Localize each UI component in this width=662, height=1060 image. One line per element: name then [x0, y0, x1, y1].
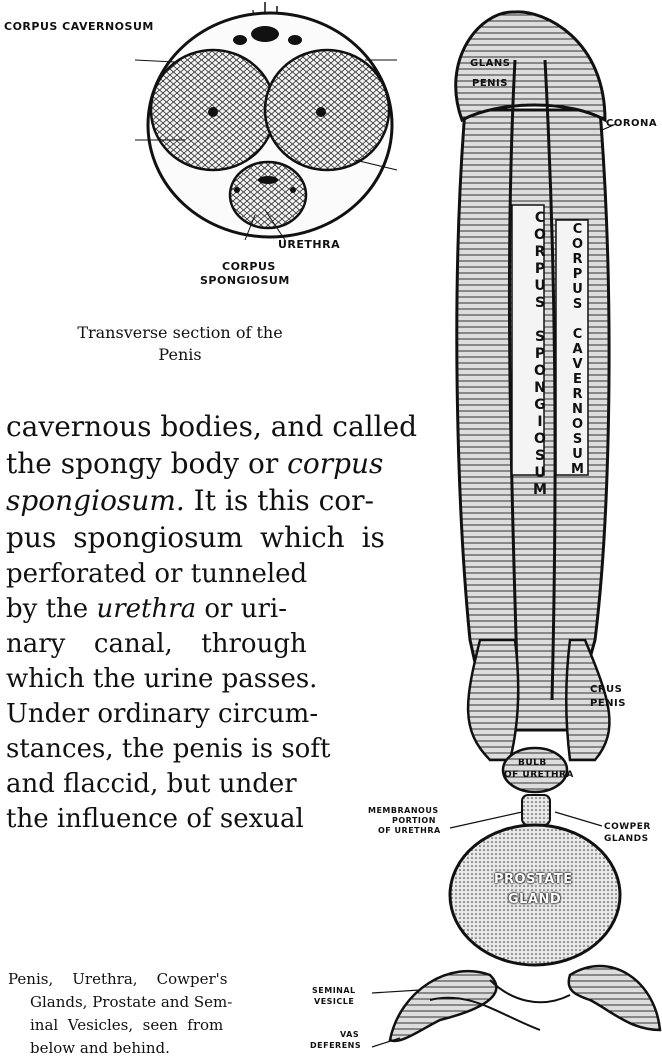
label-cowpers-2: GLANDS — [604, 834, 649, 844]
body-line-6-rest: or uri- — [196, 594, 287, 624]
label-corona: CORONA — [606, 118, 657, 129]
body-italic-corpus: corpus — [287, 447, 383, 480]
body-line-3: spongiosum. It is this cor- — [6, 482, 374, 519]
body-line-3-rest: It is this cor- — [185, 484, 374, 517]
label-crus-penis: PENIS — [590, 698, 626, 709]
label-corpus-spongiosum-vertical: CORPUS SPONGIOSUM — [523, 210, 547, 499]
body-line-6-text: by the — [6, 594, 96, 624]
cross-section-caption: Transverse section of the Penis — [30, 322, 330, 366]
body-line-1: cavernous bodies, and called — [6, 408, 417, 445]
label-prostate-1: PROSTATE — [494, 872, 573, 887]
caption-line-1: Transverse section of the — [30, 322, 330, 344]
label-vas-1: VAS — [340, 1030, 359, 1039]
label-cowpers-1: COWPER — [604, 822, 651, 832]
label-seminal-2: VESICLE — [314, 997, 354, 1006]
label-urethra: URETHRA — [278, 238, 340, 251]
label-glans-penis: PENIS — [472, 78, 508, 89]
label-corpus-cavernosum-vertical: CORPUS CAVERNOSUM — [560, 222, 584, 477]
label-glans: GLANS — [470, 58, 510, 69]
label-spongiosum-cross: SPONGIOSUM — [200, 274, 290, 287]
label-vas-2: DEFERENS — [310, 1041, 361, 1050]
body-line-8: which the urine passes. — [6, 661, 317, 698]
body-line-10: stances, the penis is soft — [6, 731, 330, 768]
bottom-caption-line-2: Glands, Prostate and Sem- — [30, 991, 232, 1014]
body-line-7: nary canal, through — [6, 626, 307, 663]
label-membranous-3: OF URETHRA — [378, 826, 441, 835]
body-line-11: and flaccid, but under — [6, 766, 297, 803]
label-corpus-cross: CORPUS — [222, 260, 276, 273]
body-line-2-text: the spongy body or — [6, 447, 287, 480]
label-membranous-1: MEMBRANOUS — [368, 806, 439, 815]
label-of-urethra-bulb: OF URETHRA — [504, 770, 574, 780]
body-italic-urethra: urethra — [96, 594, 196, 624]
label-bulb: BULB — [518, 758, 547, 768]
body-line-2: the spongy body or corpus — [6, 445, 383, 482]
body-line-6: by the urethra or uri- — [6, 591, 287, 628]
bottom-caption-line-1: Penis, Urethra, Cowper's — [8, 968, 227, 991]
bottom-caption-line-4: below and behind. — [30, 1037, 170, 1060]
body-italic-spongiosum: spongiosum. — [6, 484, 185, 517]
body-line-5: perforated or tunneled — [6, 556, 307, 593]
caption-line-2: Penis — [30, 344, 330, 366]
body-line-12: the influence of sexual — [6, 801, 304, 838]
bottom-caption-line-3: inal Vesicles, seen from — [30, 1014, 223, 1037]
label-membranous-2: PORTION — [392, 816, 436, 825]
label-corpus-cavernosum: CORPUS CAVERNOSUM — [4, 20, 154, 33]
label-crus: CRUS — [590, 684, 622, 695]
label-prostate-2: GLAND — [508, 892, 561, 907]
body-line-4: pus spongiosum which is — [6, 519, 385, 556]
body-line-9: Under ordinary circum- — [6, 696, 318, 733]
label-seminal-1: SEMINAL — [312, 986, 356, 995]
cross-section-illustration — [135, 0, 405, 240]
